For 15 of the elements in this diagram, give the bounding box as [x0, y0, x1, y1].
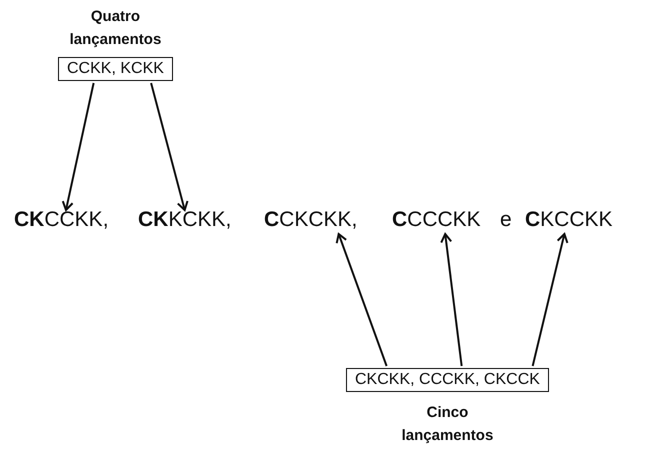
sequence-box: CKCKK, CCCKK, CKCCK [346, 368, 549, 392]
heading: Quatro lançamentos [68, 7, 162, 50]
arrow [336, 233, 388, 366]
sequence-text: CCCCKK [392, 208, 481, 232]
sequence-text: CKCCKK, [14, 208, 109, 232]
arrow [440, 233, 463, 366]
sequence-box: CCKK, KCKK [58, 57, 173, 81]
sequence-text: CKCCKK [525, 208, 613, 232]
arrow [62, 82, 95, 211]
conjunction-text: e [500, 208, 512, 232]
arrow [532, 233, 568, 366]
sequence-text: CCKCKK, [264, 208, 358, 232]
arrow [150, 82, 188, 211]
sequence-text: CKKCKK, [138, 208, 232, 232]
heading: Cinco lançamentos [400, 403, 494, 446]
